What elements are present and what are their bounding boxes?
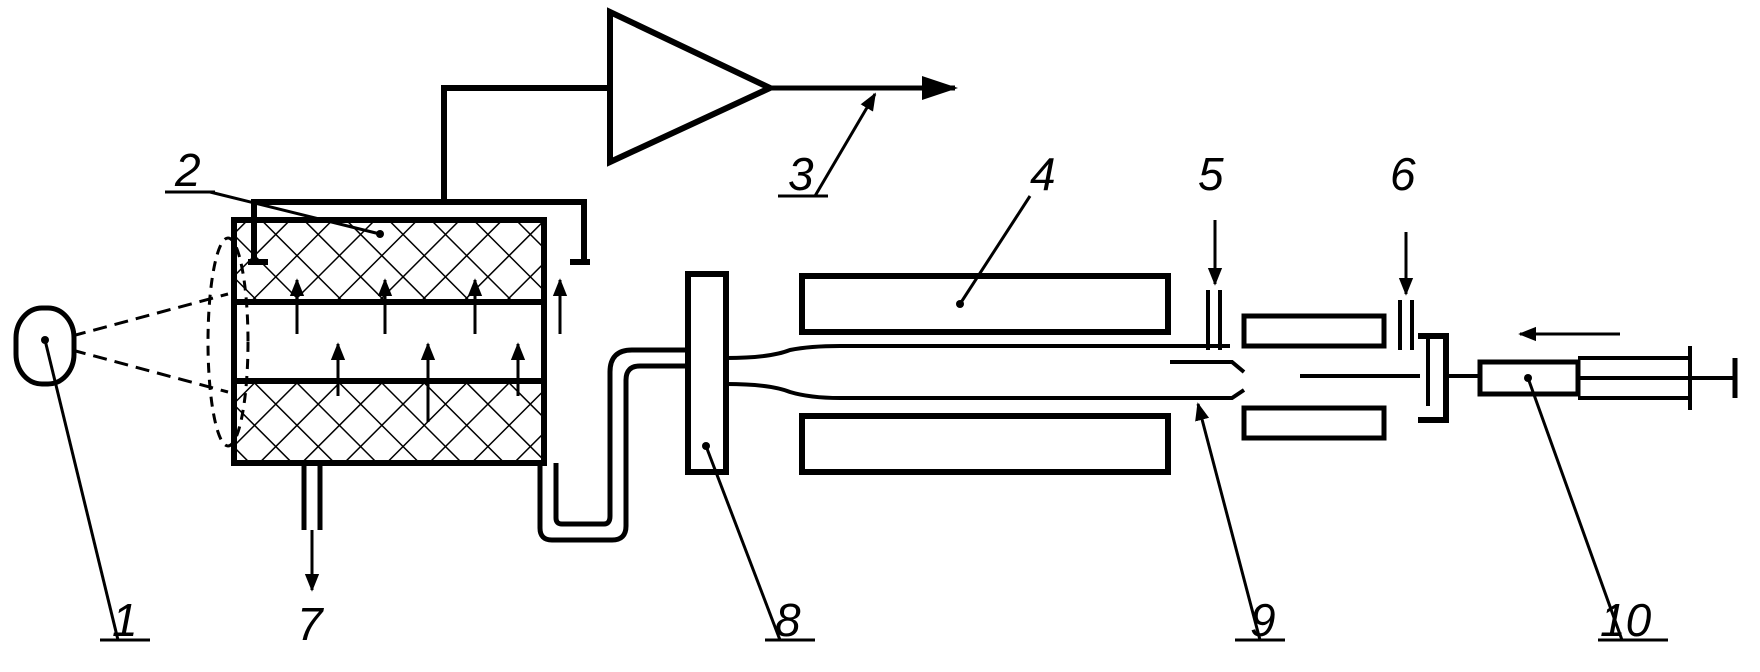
leader-1 <box>43 339 120 641</box>
column-heater <box>725 195 1230 475</box>
label-2: 2 <box>174 144 201 196</box>
label-10: 10 <box>1600 594 1652 646</box>
label-1: 1 <box>112 594 138 646</box>
amplifier <box>441 7 958 202</box>
needle-pointer <box>1195 402 1285 642</box>
gas-outlet <box>301 466 323 592</box>
connector-block <box>685 271 815 642</box>
label-5: 5 <box>1198 148 1224 200</box>
injector-assembly <box>1170 220 1480 441</box>
label-7: 7 <box>297 598 324 650</box>
label-3: 3 <box>788 148 814 200</box>
label-4: 4 <box>1030 148 1056 200</box>
transfer-tube <box>537 347 688 543</box>
label-9: 9 <box>1250 594 1276 646</box>
syringe <box>1477 326 1738 642</box>
label-6: 6 <box>1390 148 1416 200</box>
label-8: 8 <box>775 594 801 646</box>
light-source <box>13 292 229 394</box>
collector-electrode <box>165 190 590 265</box>
detector-chamber <box>206 217 568 466</box>
